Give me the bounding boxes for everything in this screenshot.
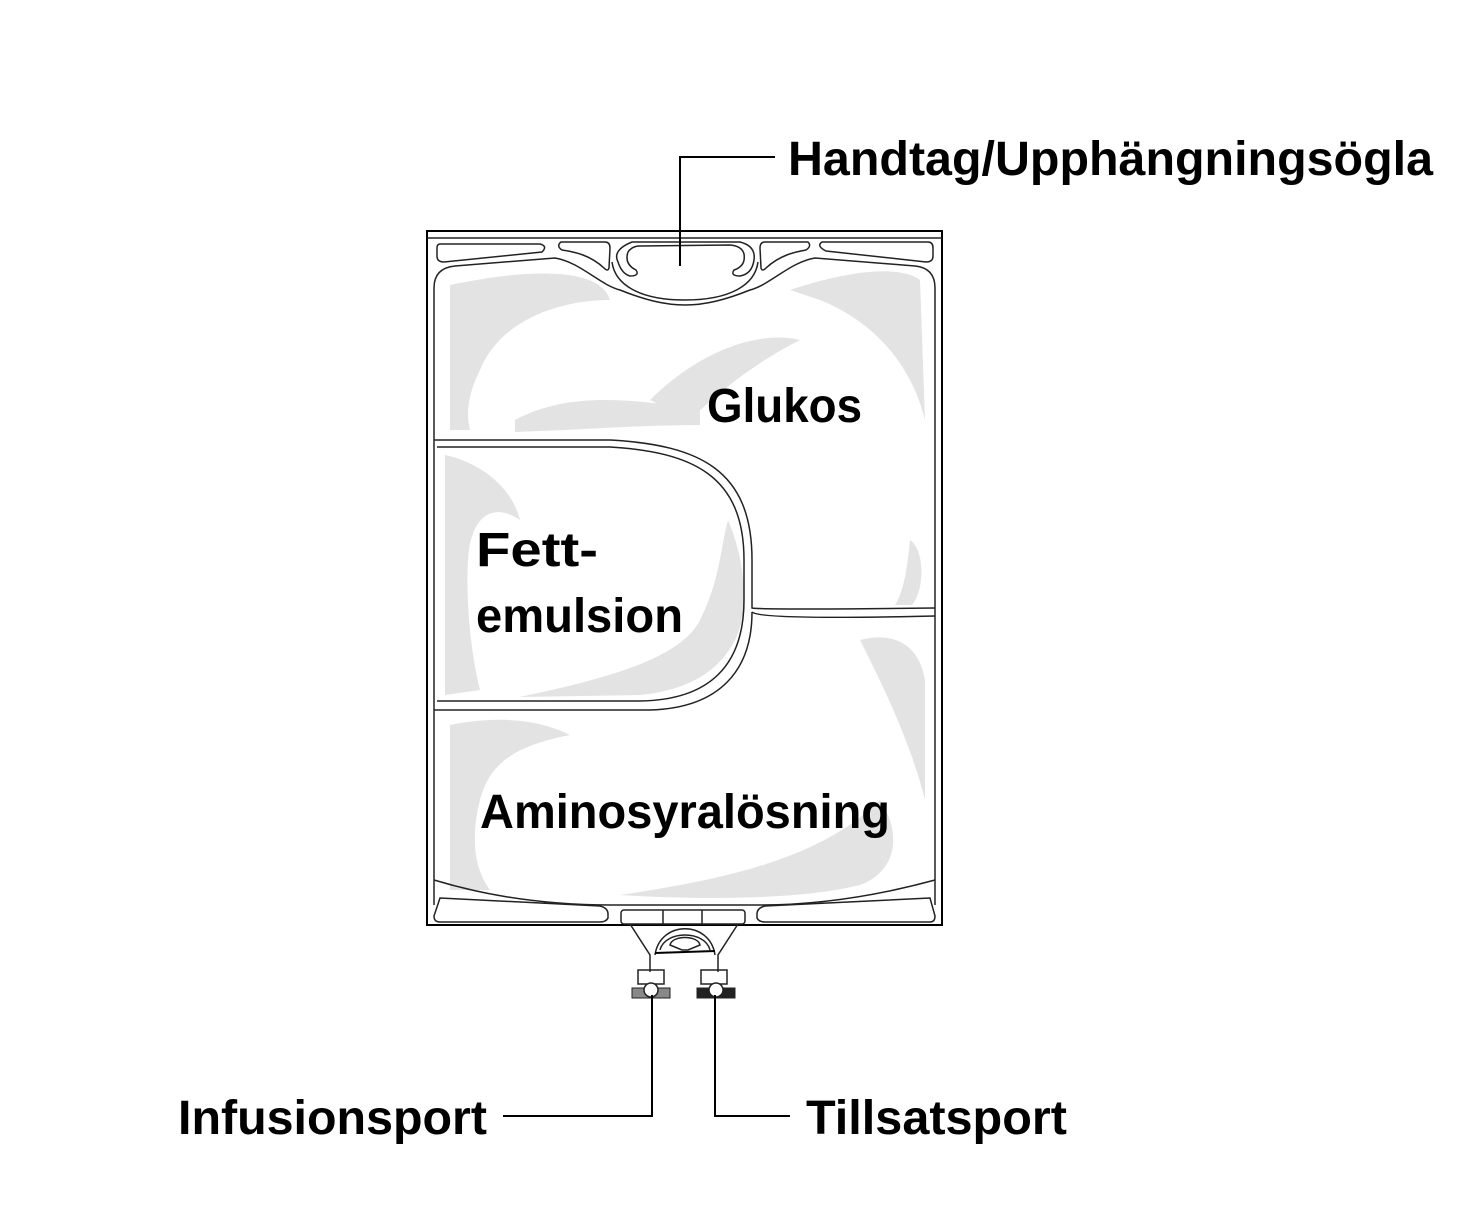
label-amino: Aminosyralösning xyxy=(480,786,890,839)
leader-handle xyxy=(679,156,775,266)
label-infusion-port: Infusionsport xyxy=(178,1092,487,1145)
shading xyxy=(445,271,925,898)
label-fat-line1: Fett- xyxy=(476,524,598,577)
leader-infusion-port xyxy=(503,995,653,1117)
label-glucose: Glukos xyxy=(707,380,862,433)
bag-outline xyxy=(426,230,943,926)
ports xyxy=(620,909,746,999)
leader-additive-port xyxy=(714,995,790,1117)
label-fat-line2: emulsion xyxy=(476,590,683,643)
label-handle: Handtag/Upphängningsögla xyxy=(788,133,1433,186)
label-additive-port: Tillsatsport xyxy=(806,1092,1067,1145)
